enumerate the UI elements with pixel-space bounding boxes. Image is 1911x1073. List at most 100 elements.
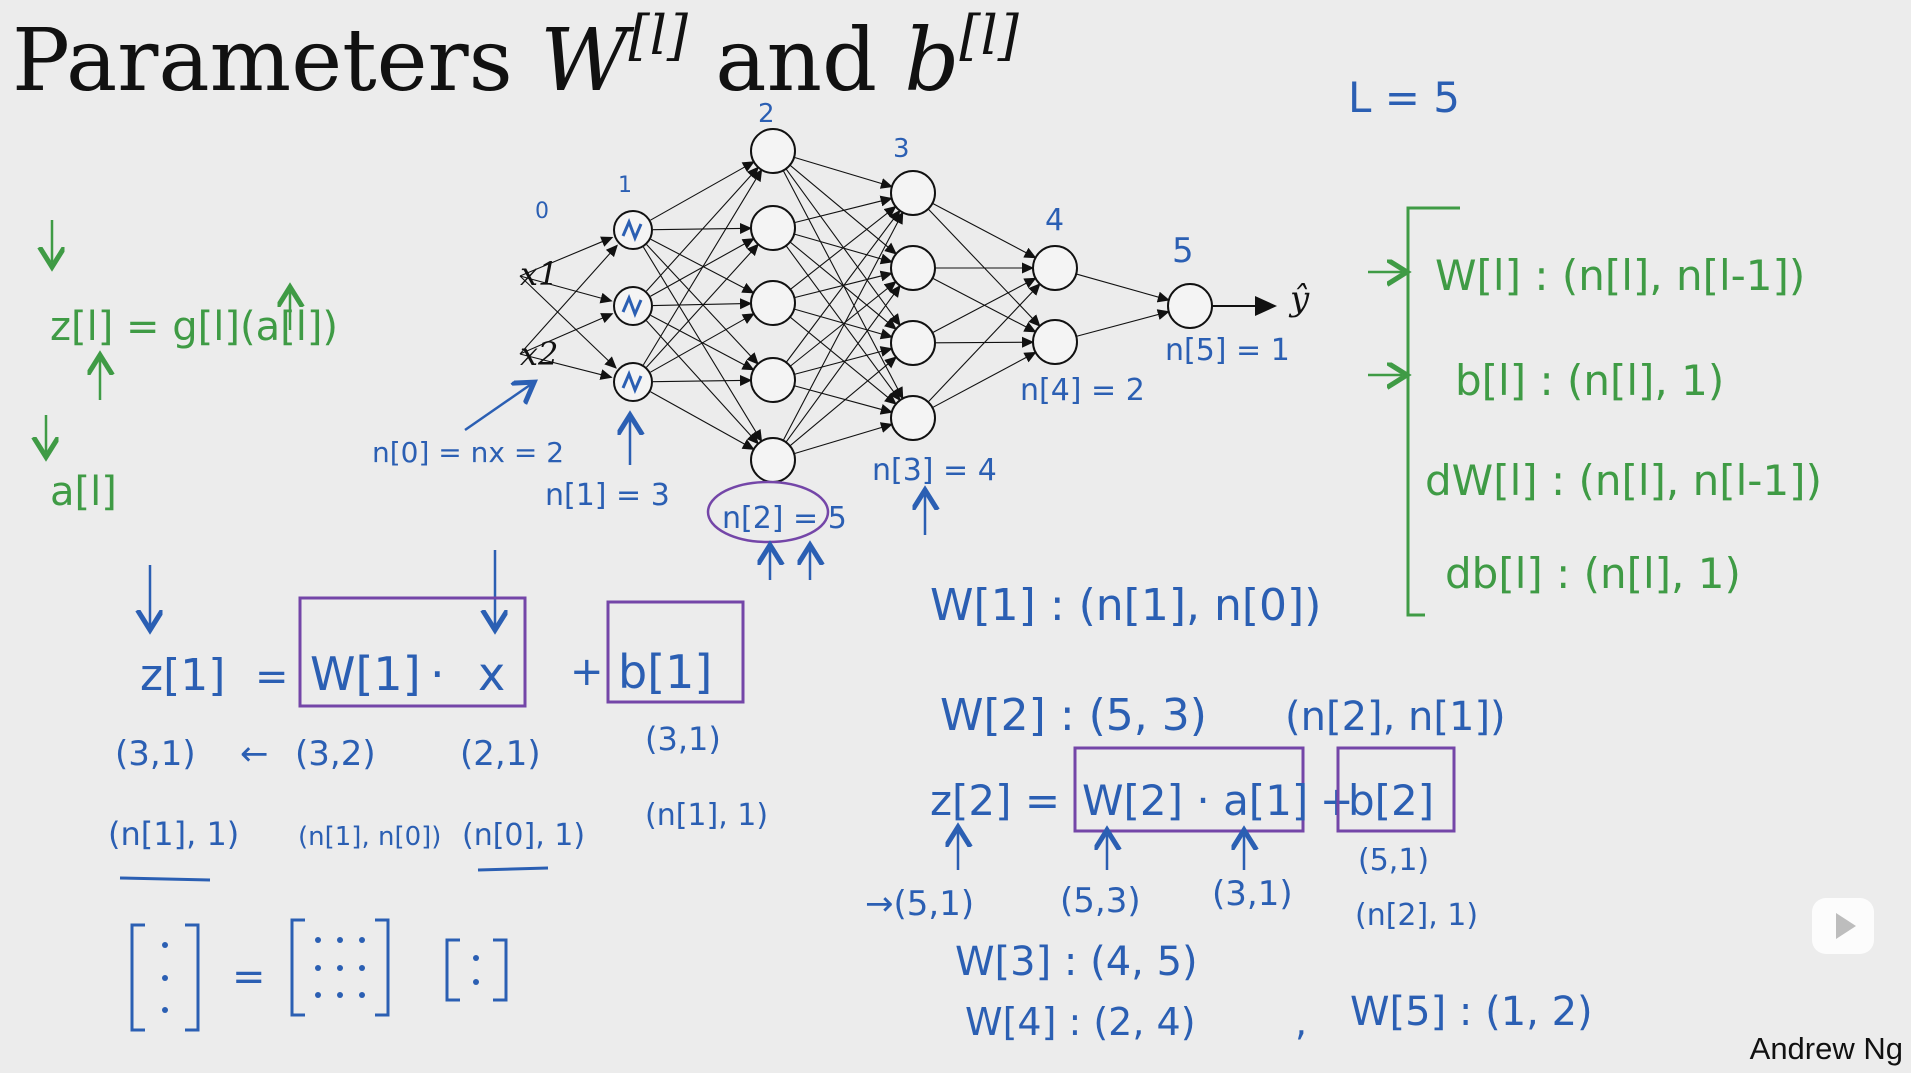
matrix-dots	[162, 937, 479, 1013]
nn-edge-l1-0-0	[650, 161, 755, 221]
nn-edge-l1-2-3	[652, 374, 753, 386]
layer1-W: W[1]	[310, 647, 421, 701]
eq-b2-box	[1336, 746, 1456, 833]
nn-node-l5-0	[1167, 283, 1213, 329]
nn-node-l2-2	[750, 280, 796, 326]
label-n1: n[1] = 3	[545, 478, 670, 513]
nn-node-l4-0	[1032, 245, 1078, 291]
nn-edge-l3-0-1	[926, 207, 1041, 327]
video-play-icon[interactable]	[1812, 898, 1874, 954]
layer1-x-dim: (2,1)	[460, 734, 541, 774]
nn-edge-l3-3-1	[930, 351, 1037, 410]
nn-edge-l2-0-0	[791, 156, 893, 189]
nn-edge-l2-1-0	[792, 195, 893, 224]
eq-b2-general: (n[2], 1)	[1355, 898, 1478, 933]
nn-edge-l4-0-0	[1074, 272, 1170, 303]
nn-node-l2-4	[750, 437, 796, 483]
eq-z2: z[2] =	[930, 776, 1060, 825]
nn-edge-l2-2-1	[792, 270, 893, 299]
dims-db: db[l] : (n[l], 1)	[1445, 549, 1741, 598]
nn-edge-l2-0-2	[784, 166, 901, 327]
nn-edge-l1-2-0	[642, 168, 763, 366]
eq-b2: b[2]	[1348, 776, 1434, 825]
nn-edge-l0-1-2	[519, 353, 613, 380]
layer1-dim-arrow: ←	[240, 734, 269, 774]
nn-edge-l1-1-2	[652, 298, 753, 310]
nn-edge-l2-4-3	[791, 422, 893, 455]
label-n2: n[2] = 5	[722, 501, 847, 536]
layer1-b: b[1]	[618, 645, 712, 699]
nn-edge-l2-1-2	[788, 240, 897, 330]
eq-W2-dim: (5,3)	[1060, 881, 1141, 921]
nn-edge-l2-3-1	[788, 281, 897, 368]
underline-x-general	[477, 866, 549, 872]
title-w-symbol: W	[540, 11, 629, 111]
layer1-plus: +	[570, 649, 604, 695]
underline-z-general	[119, 876, 211, 882]
dims-W: W[l] : (n[l], n[l-1])	[1435, 251, 1805, 300]
nn-edge-l1-1-4	[646, 320, 759, 445]
title-mid: and	[687, 11, 905, 111]
label-n4: n[4] = 2	[1020, 373, 1145, 408]
layer1-equals: =	[255, 654, 289, 700]
eq-W4-dims: W[4] : (2, 4)	[965, 1000, 1196, 1044]
nn-edge-l0-0-2	[519, 275, 617, 369]
nn-node-l3-0	[890, 170, 936, 216]
nn-edge-l2-3-0	[784, 209, 901, 365]
eq-z2-dim: →(5,1)	[865, 884, 974, 924]
label-n0: n[0] = nx = 2	[372, 436, 564, 469]
nn-edge-l1-2-4	[650, 391, 755, 450]
nn-edge-l3-3-0	[926, 283, 1041, 404]
nn-edge-l2-0-3	[781, 168, 904, 400]
nn-edge-l2-4-1	[784, 284, 901, 445]
dims-bracket	[1406, 206, 1460, 617]
eq-W1-dims: W[1] : (n[1], n[0])	[930, 580, 1321, 631]
layer-number-0: 0	[535, 199, 549, 224]
nn-edge-l3-1-1	[930, 276, 1037, 333]
output-yhat: ŷ	[1288, 279, 1310, 319]
title-b-symbol: b	[904, 11, 960, 111]
title-b-superscript: [l]	[959, 4, 1019, 68]
eq-W3-dims: W[3] : (4, 5)	[955, 939, 1198, 985]
nn-edge-l0-0-1	[519, 275, 613, 304]
matrix-equals: =	[232, 954, 266, 1000]
input-x1: x1	[520, 255, 558, 293]
layer1-x-general: (n[0], 1)	[462, 818, 585, 853]
nn-edge-l2-1-3	[784, 243, 901, 402]
layer-number-4: 4	[1045, 203, 1064, 238]
eq-W2a1: W[2] · a[1]	[1082, 776, 1308, 825]
eq-W2-general: (n[2], n[1])	[1285, 694, 1506, 740]
n0-arrow	[464, 385, 530, 432]
layer-number-3: 3	[893, 134, 910, 164]
nn-edge-l2-1-1	[792, 232, 893, 265]
layer1-z-dim: (3,1)	[115, 734, 196, 774]
nn-edge-l3-2-0	[930, 277, 1037, 335]
nn-node-l2-1	[750, 205, 796, 251]
nn-edge-l1-2-2	[650, 313, 755, 373]
eq-W2-dims: W[2] : (5, 3)	[940, 690, 1207, 741]
nn-node-scribble-2	[621, 369, 643, 395]
L-equals-5: L = 5	[1348, 73, 1460, 122]
layer1-W-general: (n[1], n[0])	[298, 822, 441, 852]
nn-node-l3-3	[890, 395, 936, 441]
eq-W2a1-box	[1073, 746, 1305, 833]
title-w-superscript: [l]	[628, 4, 688, 68]
nn-node-l2-0	[750, 128, 796, 174]
eq-comma: ,	[1295, 1000, 1307, 1044]
nn-edge-l3-2-1	[932, 336, 1035, 348]
green-z-equation: z[l] = g[l](a[l])	[50, 304, 338, 350]
layer1-z-general: (n[1], 1)	[108, 815, 239, 853]
nn-edge-l2-3-3	[792, 384, 893, 415]
eq-b2-dim: (5,1)	[1358, 843, 1429, 878]
layer1-z: z[1]	[140, 650, 225, 701]
neural-network	[519, 128, 1277, 483]
nn-node-l4-1	[1032, 319, 1078, 365]
green-a-label: a[l]	[50, 469, 117, 515]
nn-edge-l2-2-2	[792, 307, 893, 340]
nn-edge-l0-1-0	[519, 244, 618, 355]
slide-title: Parameters W[l] and b[l]	[12, 4, 1019, 113]
input-x2: x2	[520, 335, 558, 373]
layer1-x: x	[478, 647, 505, 701]
nn-node-l3-2	[890, 320, 936, 366]
